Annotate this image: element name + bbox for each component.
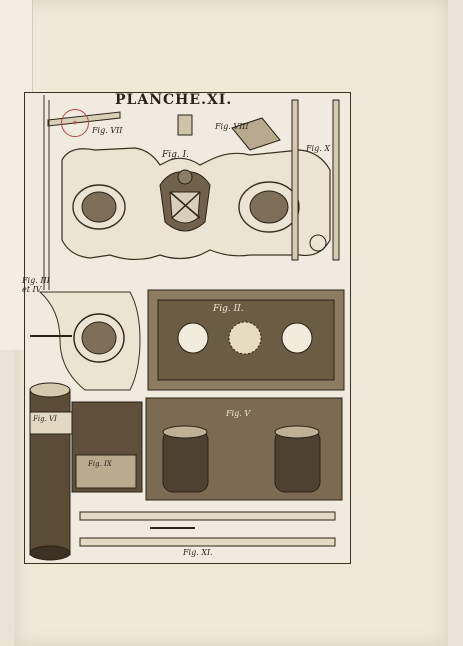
fig9-label: Fig. IX [88,460,112,468]
fig6-tube-bottom [29,545,71,561]
fig11-rod-bottom [79,537,336,547]
fig9-inner [75,454,137,489]
side-lens-mount [73,313,125,363]
fig10-rail-left [291,99,299,261]
fig2-left-hole [177,322,209,354]
shield-saltire [169,191,201,219]
fig3-4-label: Fig. III et IV [22,276,50,294]
fig1-right-lens [249,190,289,224]
fig1-right-lens-mount [238,181,300,233]
fig7-label: Fig. VII [92,126,123,135]
fig5-label: Fig. V [226,409,251,418]
fig10-rail-right [332,99,340,261]
fig2-label: Fig. II. [213,304,244,314]
fig1-left-lens [81,191,117,223]
top-bracket [177,114,193,136]
fig1-left-lens-mount [72,184,126,230]
fig5-right-tube [274,429,321,493]
fig6-label: Fig. VI [33,415,57,423]
fig8-label: Fig. VIII [215,122,249,131]
fig8-part [231,117,281,151]
fig11-rod-top [79,511,336,521]
fig5-left-tube-top [162,425,208,439]
fig5-left-tube [162,429,209,493]
fig6-tube-top [29,382,71,398]
plate-title: PLANCHE.XI. [115,92,233,108]
fig2-cog-wheel [228,321,262,355]
fig5-right-tube-top [274,425,320,439]
side-lens [81,321,117,355]
fig10-ring [309,234,327,252]
fig11-label: Fig. XI. [183,548,213,557]
fig1-label: Fig. I. [162,150,190,160]
helmet [177,169,193,185]
fig2-right-hole [281,322,313,354]
library-stamp: ◉ [61,109,89,137]
fig10-label: Fig. X [306,144,331,153]
